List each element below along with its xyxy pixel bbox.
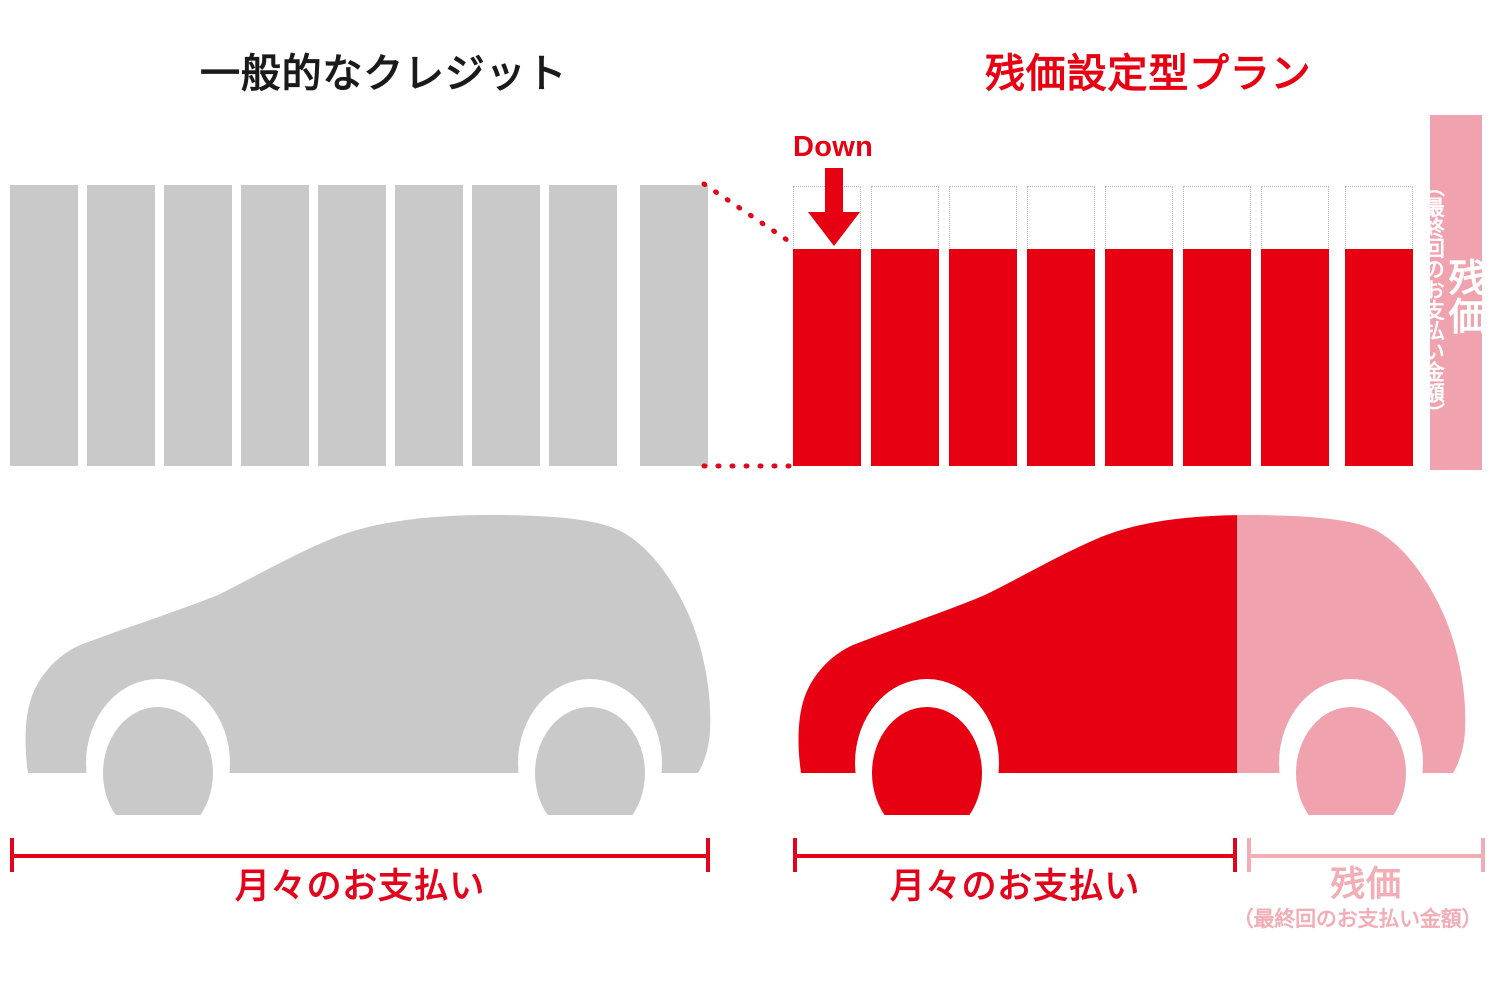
- bracket-line: [10, 854, 710, 858]
- page-title-residual-value-plan: 残価設定型プラン: [985, 52, 1312, 96]
- red-bar: [1105, 249, 1173, 466]
- residual-value-vertical-text: 残価 （最終回のお支払い金額）: [1421, 115, 1484, 470]
- caption-right-residual-title: 残価: [1330, 865, 1402, 904]
- bracket-tick-right: [1481, 838, 1485, 872]
- caption-right-monthly-payment: 月々のお支払い: [890, 867, 1140, 906]
- gray-bar: [318, 185, 386, 466]
- down-payment-label: Down: [793, 131, 874, 163]
- bracket-tick-right: [706, 838, 710, 872]
- red-bar: [1261, 249, 1329, 466]
- bracket-line: [1247, 854, 1485, 858]
- car-illustration-two-tone: [798, 515, 1466, 815]
- red-bar: [871, 249, 939, 466]
- red-bar: [1027, 249, 1095, 466]
- red-bar: [1345, 249, 1413, 466]
- gray-bar: [241, 185, 309, 466]
- caption-left-monthly-payment: 月々のお支払い: [235, 867, 485, 906]
- bracket-left-monthly: [10, 838, 710, 872]
- residual-value-title: 残価: [1442, 258, 1484, 335]
- bracket-tick-right: [1233, 838, 1237, 872]
- red-bar: [949, 249, 1017, 466]
- car-illustration-gray: [25, 515, 711, 815]
- gray-bar: [640, 185, 708, 466]
- caption-right-residual-subtitle: （最終回のお支払い金額）: [1232, 908, 1483, 931]
- bracket-line: [793, 854, 1237, 858]
- bracket-right-residual: [1247, 838, 1485, 872]
- gray-bar: [87, 185, 155, 466]
- gray-bar: [472, 185, 540, 466]
- gray-bar: [10, 185, 78, 466]
- red-bar: [1183, 249, 1251, 466]
- residual-value-bar: 残価 （最終回のお支払い金額）: [1421, 115, 1484, 470]
- bracket-right-monthly: [793, 838, 1237, 872]
- gray-bar: [549, 185, 617, 466]
- page-title-conventional-credit: 一般的なクレジット: [200, 52, 568, 96]
- gray-bar: [164, 185, 232, 466]
- residual-value-subtitle: （最終回のお支払い金額）: [1421, 176, 1445, 423]
- down-arrow-icon: [808, 168, 860, 246]
- red-bar: [793, 249, 861, 466]
- gray-bar: [395, 185, 463, 466]
